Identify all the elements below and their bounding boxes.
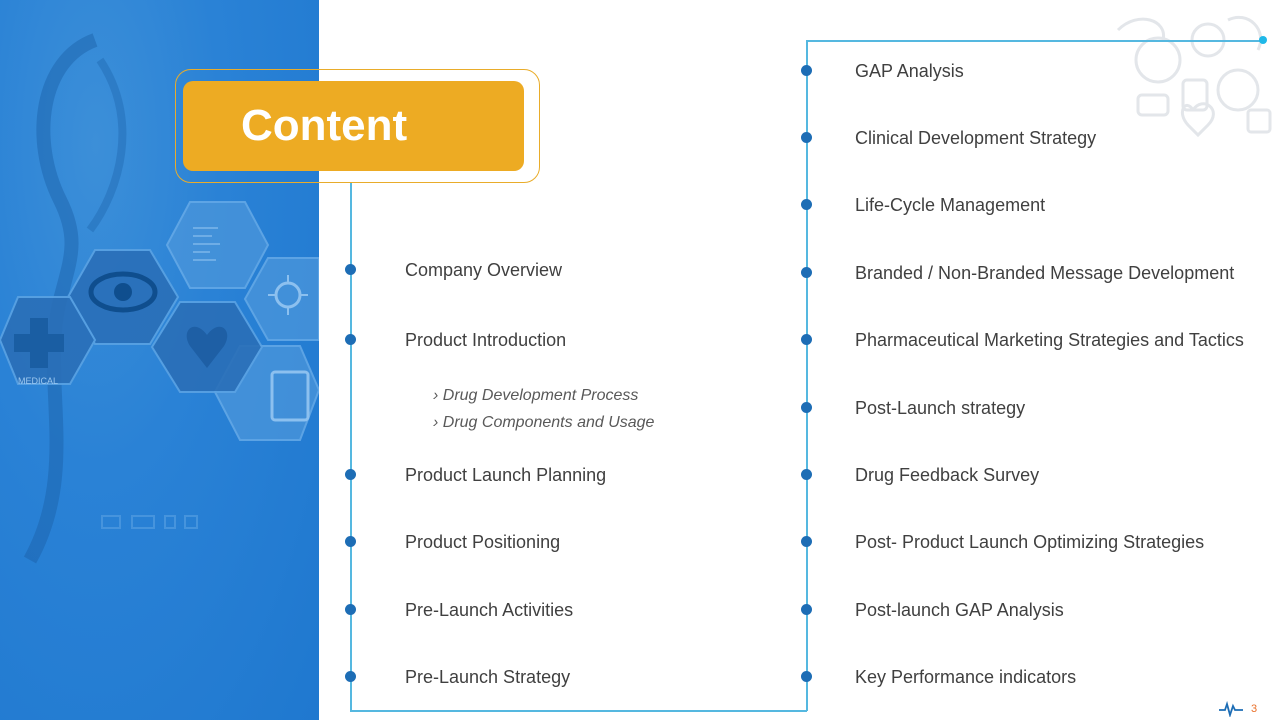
list-item: Pre-Launch Activities <box>405 600 574 620</box>
medical-icons-pattern <box>1116 15 1272 138</box>
list-item: Drug Feedback Survey <box>855 465 1040 485</box>
list-item: Branded / Non-Branded Message Developmen… <box>855 263 1235 283</box>
medical-background-illustration: MEDICAL <box>0 33 319 564</box>
list-item: Life-Cycle Management <box>855 195 1046 215</box>
bullet-dot <box>345 469 356 480</box>
bullet-dot <box>801 536 812 547</box>
list-item: GAP Analysis <box>855 61 964 81</box>
bullet-dot <box>801 402 812 413</box>
bullet-dot <box>801 267 812 278</box>
list-item: Company Overview <box>405 260 563 280</box>
bullet-dot <box>801 469 812 480</box>
bullet-dot <box>345 604 356 615</box>
list-item: Key Performance indicators <box>855 667 1077 687</box>
sub-list-item: › Drug Development Process <box>433 387 639 404</box>
bullet-dot <box>801 671 812 682</box>
top-timeline-line <box>806 40 1262 42</box>
bullet-dot <box>345 536 356 547</box>
list-item: Post- Product Launch Optimizing Strategi… <box>855 532 1205 552</box>
svg-text:MEDICAL: MEDICAL <box>18 376 58 386</box>
list-item: Pre-Launch Strategy <box>405 667 571 687</box>
list-item: Product Introduction <box>405 330 567 350</box>
page-title: Content <box>241 101 408 150</box>
list-item: Product Positioning <box>405 532 561 552</box>
list-item: Product Launch Planning <box>405 465 607 485</box>
bullet-dot <box>801 132 812 143</box>
bullet-dot <box>801 334 812 345</box>
page-number: 3 <box>1251 703 1258 715</box>
title-frame <box>175 69 540 183</box>
title-box <box>183 81 524 171</box>
bullet-dot <box>345 671 356 682</box>
list-item: Post-launch GAP Analysis <box>855 600 1064 620</box>
bullet-dot <box>345 334 356 345</box>
timeline-end-dot <box>1259 36 1267 44</box>
sub-list-item: › Drug Components and Usage <box>433 414 655 431</box>
left-timeline-line <box>350 183 352 711</box>
list-item: Pharmaceutical Marketing Strategies and … <box>855 330 1244 350</box>
bullet-dot <box>801 65 812 76</box>
bottom-timeline-line <box>350 710 807 712</box>
list-item: Post-Launch strategy <box>855 398 1026 418</box>
heartbeat-logo-icon <box>1219 701 1243 717</box>
bullet-dot <box>345 264 356 275</box>
right-timeline-line <box>806 40 808 711</box>
bullet-dot <box>801 199 812 210</box>
bullet-dot <box>801 604 812 615</box>
list-item: Clinical Development Strategy <box>855 128 1097 148</box>
